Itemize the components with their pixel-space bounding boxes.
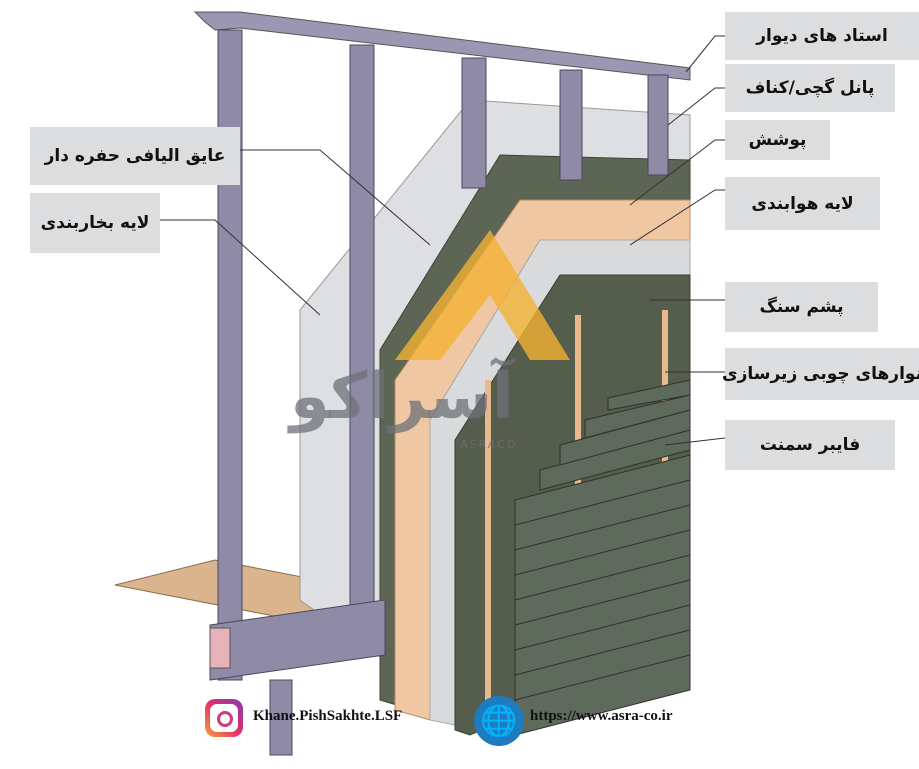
label-fiber-cement: فایبر سمنت xyxy=(725,420,895,470)
watermark-sub-text: ASRACO xyxy=(460,438,518,451)
instagram-handle[interactable]: Khane.PishSakhte.LSF xyxy=(253,708,403,724)
label-rock-wool: پشم سنگ xyxy=(725,282,878,332)
furring-strip xyxy=(485,380,491,710)
instagram-icon xyxy=(205,699,243,737)
label-cavity-fiber-insulation: عایق الیافی حفره دار xyxy=(30,127,240,185)
sill-block xyxy=(209,627,231,669)
furring-strip xyxy=(662,310,668,610)
asraco-logo-watermark xyxy=(395,230,570,360)
website-link[interactable]: https://www.asra-co.ir xyxy=(530,708,673,724)
label-sheathing: پوشش xyxy=(725,120,830,160)
globe-icon: 🌐 xyxy=(474,696,524,746)
label-wood-furring-strips: نوارهای چوبی زیرسازی xyxy=(722,348,919,400)
label-vapor-barrier: لایه بخاربندی xyxy=(30,193,160,253)
watermark-logo-text: آسراکو xyxy=(290,360,514,434)
label-air-barrier: لایه هوابندی xyxy=(725,177,880,230)
fiber-cement-siding xyxy=(514,379,691,736)
label-wall-studs: استاد های دیوار xyxy=(725,12,919,60)
leader-lines xyxy=(160,35,726,446)
top-track xyxy=(193,11,691,81)
label-gypsum-panel: پانل گچی/کناف xyxy=(725,64,895,112)
